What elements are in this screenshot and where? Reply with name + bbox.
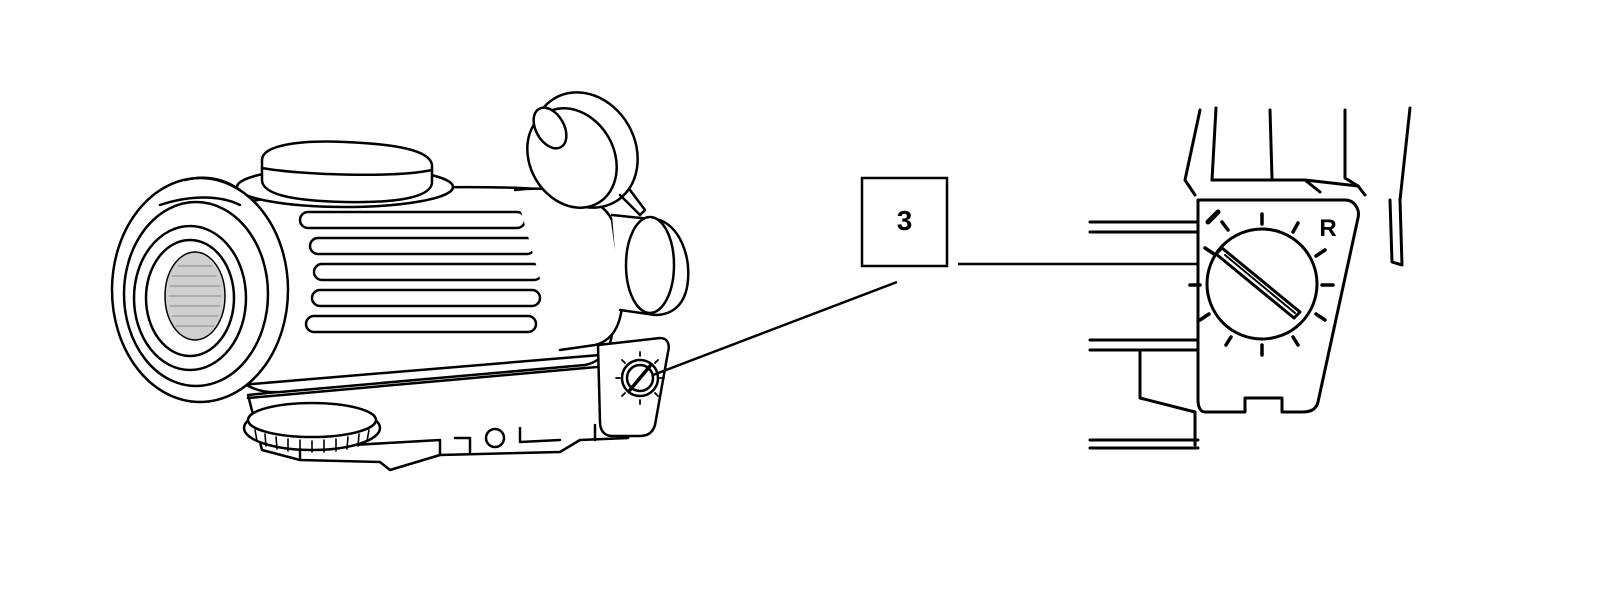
top-pad xyxy=(260,140,434,204)
sight-illustration xyxy=(110,91,690,472)
body-underside xyxy=(238,353,610,400)
mount-screw xyxy=(484,427,506,449)
dial-ticks xyxy=(1188,212,1335,357)
dial-pointer-groove xyxy=(1224,254,1296,314)
lens-cap xyxy=(526,91,647,217)
dial-marking: R xyxy=(1319,215,1336,242)
callout-box xyxy=(860,176,949,268)
objective-lens xyxy=(110,176,290,404)
callout: 3 xyxy=(652,176,1262,377)
mount-rail-detail xyxy=(298,423,597,462)
dial-corner-mark xyxy=(1205,209,1221,225)
detail-lower-bracket xyxy=(1138,350,1197,447)
dial-detail: R xyxy=(1088,106,1412,450)
callout-label: 3 xyxy=(897,205,913,236)
side-adjuster-housing xyxy=(596,336,670,438)
knurled-ring xyxy=(242,401,382,453)
detail-upper-body xyxy=(1183,106,1412,267)
detail-rail-lines xyxy=(1088,220,1202,450)
detail-top-slot xyxy=(1210,178,1367,197)
eyepiece-end xyxy=(624,215,676,315)
front-ring-top xyxy=(158,176,242,207)
callout-leader-left xyxy=(652,280,898,377)
